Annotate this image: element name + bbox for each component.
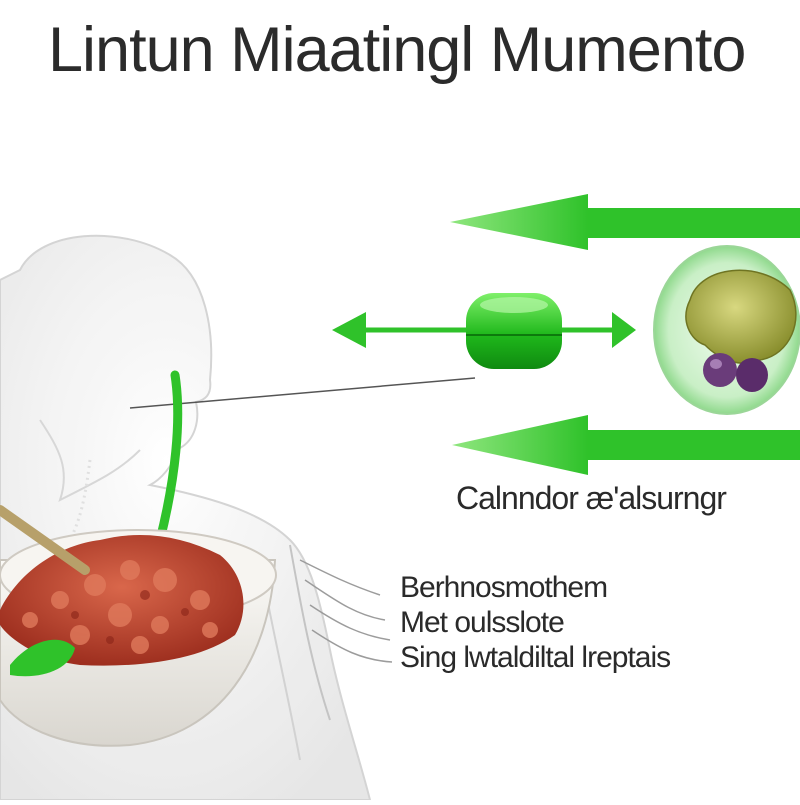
green-capsule: [466, 293, 562, 369]
annotation-list: Berhnosmothem Met oulsslote Sing lwtaldi…: [400, 570, 671, 675]
pointer-line: [129, 377, 476, 409]
page-title: Lintun Miaatingl Mumento: [48, 15, 746, 85]
arrow-left: [450, 194, 800, 250]
arrow-caption: Calnndor æ'alsurngr: [456, 480, 727, 516]
arrow-left: [452, 415, 800, 475]
meat: [0, 535, 244, 666]
spoon: [0, 505, 90, 575]
cell-orb: [653, 245, 800, 415]
food-bowl: [0, 505, 277, 747]
list-item: Met oulsslote: [400, 606, 565, 639]
list-item: Sing lwtaldiltal lreptais: [400, 641, 671, 674]
green-spoon: [10, 639, 75, 677]
green-tube: [155, 370, 183, 545]
list-item: Berhnosmothem: [400, 571, 608, 604]
